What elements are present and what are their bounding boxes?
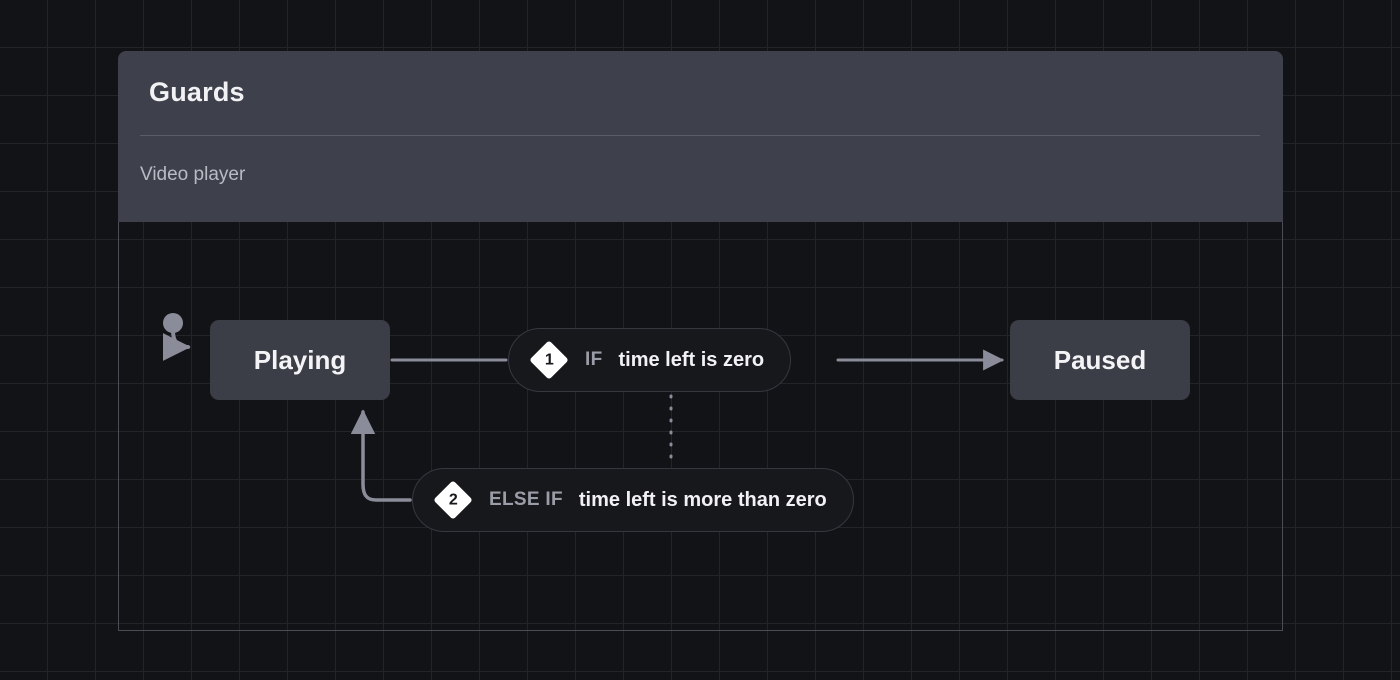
guard-keyword-2: ELSE IF xyxy=(489,489,563,510)
guard-number-1: 1 xyxy=(544,351,554,368)
guards-panel-header: Guards Video player xyxy=(118,51,1283,222)
machine-subtitle: Video player xyxy=(140,164,246,185)
guard-condition-2: time left is more than zero xyxy=(578,488,827,511)
guard-pill-1[interactable]: 1 IF time left is zero xyxy=(508,328,792,392)
header-divider xyxy=(140,135,1260,136)
state-label-paused: Paused xyxy=(1053,344,1147,375)
guard-pill-2[interactable]: 2 ELSE IF time left is more than zero xyxy=(412,468,854,532)
guard-condition-1: time left is zero xyxy=(618,348,765,371)
state-node-paused[interactable]: Paused xyxy=(1010,320,1190,400)
guard-number-diamond-icon: 1 xyxy=(529,340,569,380)
guard-number-2: 2 xyxy=(448,491,458,508)
state-node-playing[interactable]: Playing xyxy=(210,320,390,400)
state-label-playing: Playing xyxy=(253,344,347,375)
statechart-canvas[interactable] xyxy=(118,222,1283,631)
guard-number-diamond-icon: 2 xyxy=(433,480,473,520)
guard-keyword-1: IF xyxy=(585,349,603,370)
page-title: Guards xyxy=(149,77,245,107)
